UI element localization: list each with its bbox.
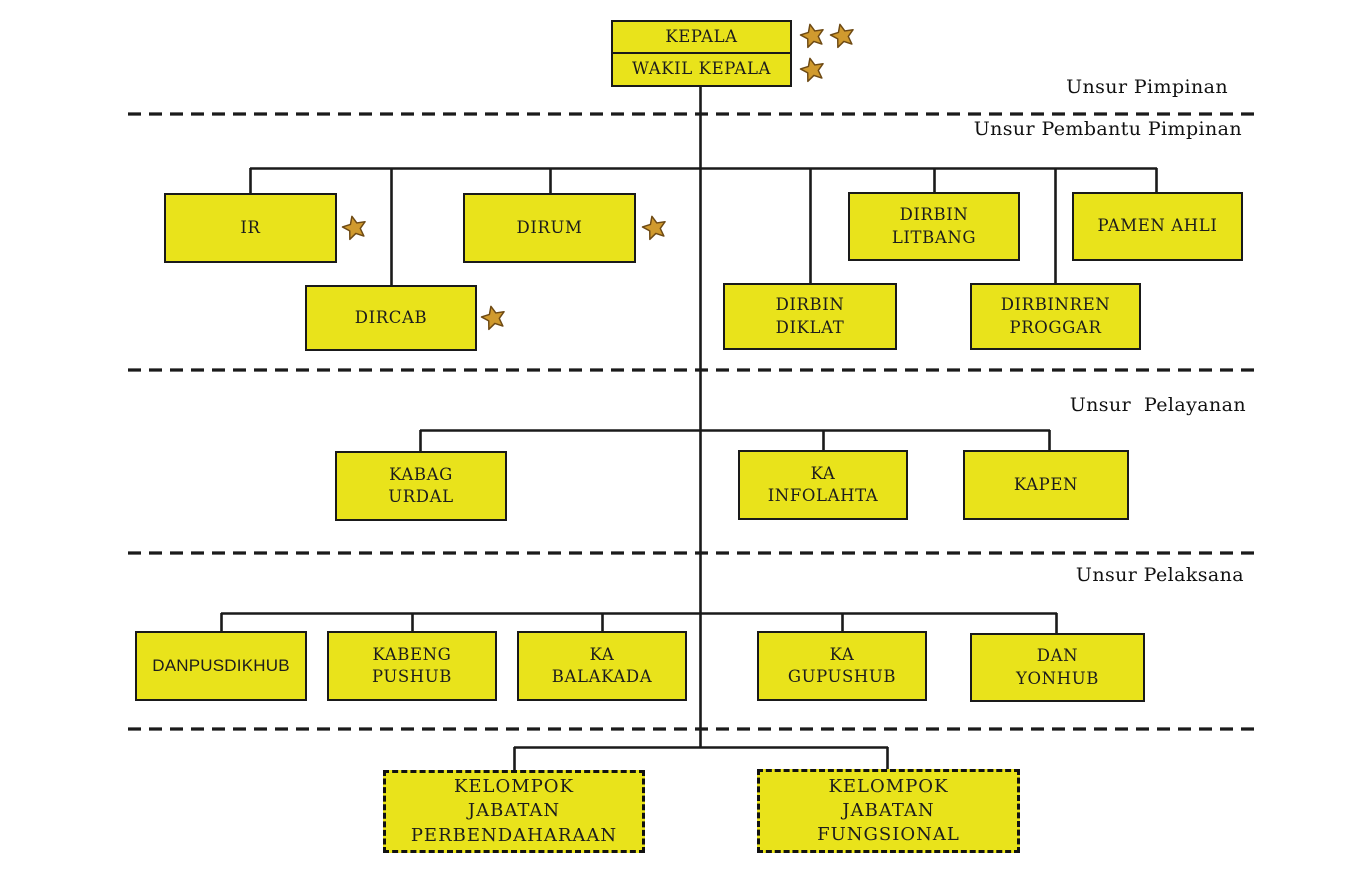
org-node-kabag-urdal: KABAG URDAL [335, 451, 507, 521]
rank-star-icon [799, 23, 824, 49]
org-node-label: WAKIL KEPALA [631, 59, 772, 79]
org-node-label: KELOMPOK JABATAN FUNGSIONAL [817, 775, 960, 846]
org-node-ir: IR [164, 193, 337, 263]
org-node-dirum: DIRUM [463, 193, 636, 263]
org-node-kepala: KEPALA [611, 20, 792, 54]
bus-pelayanan [419, 429, 1051, 451]
org-node-label: DANPUSDIKHUB [152, 655, 290, 675]
rank-star-icon [641, 215, 666, 241]
org-node-kapen: KAPEN [963, 450, 1129, 520]
org-node-label: KELOMPOK JABATAN PERBENDAHARAAN [410, 776, 618, 846]
org-node-dan-yonhub: DAN YONHUB [970, 633, 1145, 702]
org-node-dirbin-diklat: DIRBIN DIKLAT [723, 283, 897, 350]
org-node-label: DIRBIN LITBANG [891, 205, 977, 247]
org-node-dircab: DIRCAB [305, 285, 477, 351]
org-node-label: PAMEN AHLI [1097, 216, 1218, 236]
org-node-label: KABENG PUSHUB [371, 644, 453, 686]
org-node-label: DIRBIN DIKLAT [775, 295, 845, 337]
bus-pembantu-pimpinan [249, 167, 1158, 285]
org-node-label: DIRCAB [354, 307, 428, 327]
section-label-unsur-pelayanan: Unsur Pelayanan [1069, 394, 1246, 416]
org-node-label: DAN YONHUB [1016, 646, 1099, 688]
rank-star-icon [341, 215, 366, 241]
rank-star-icon [480, 305, 505, 331]
org-node-label: DIRBINREN PROGGAR [1000, 295, 1111, 337]
org-node-kelompok-jabatan-perbendaharaan: KELOMPOK JABATAN PERBENDAHARAAN [383, 770, 645, 853]
org-node-ka-infolahta: KA INFOLAHTA [738, 450, 908, 520]
org-node-kabeng-pushub: KABENG PUSHUB [327, 631, 497, 701]
rank-star-icon [829, 23, 854, 49]
org-node-ka-gupushub: KA GUPUSHUB [757, 631, 927, 701]
rank-star-icon [799, 57, 824, 83]
org-node-ka-balakada: KA BALAKADA [517, 631, 687, 701]
org-node-label: KA BALAKADA [551, 644, 653, 686]
org-node-dirbin-litbang: DIRBIN LITBANG [848, 192, 1020, 261]
bus-pelaksana [220, 612, 1058, 633]
org-node-label: KEPALA [665, 26, 738, 46]
org-node-label: KAPEN [1013, 474, 1079, 494]
rank-stars-ir [341, 214, 368, 241]
org-node-label: KA INFOLAHTA [767, 463, 879, 505]
org-node-label: DIRUM [516, 217, 583, 237]
org-node-pamen-ahli: PAMEN AHLI [1072, 192, 1243, 261]
rank-stars-kepala [799, 22, 856, 49]
org-node-label: KA GUPUSHUB [787, 644, 897, 686]
rank-stars-dircab [480, 304, 507, 331]
rank-stars-wakil-kepala [799, 56, 826, 83]
org-node-kelompok-jabatan-fungsional: KELOMPOK JABATAN FUNGSIONAL [757, 769, 1020, 853]
org-node-wakil-kepala: WAKIL KEPALA [611, 52, 792, 87]
org-node-label: IR [240, 217, 261, 237]
org-node-dirbinren-proggar: DIRBINREN PROGGAR [970, 283, 1141, 350]
section-label-unsur-pembantu-pimpinan: Unsur Pembantu Pimpinan [973, 118, 1242, 140]
org-node-danpusdikhub: DANPUSDIKHUB [135, 631, 307, 701]
section-label-unsur-pimpinan: Unsur Pimpinan [1066, 76, 1228, 98]
bus-kelompok [513, 746, 889, 770]
rank-stars-dirum [641, 214, 668, 241]
section-label-unsur-pelaksana: Unsur Pelaksana [1075, 564, 1244, 586]
org-node-label: KABAG URDAL [388, 464, 454, 506]
